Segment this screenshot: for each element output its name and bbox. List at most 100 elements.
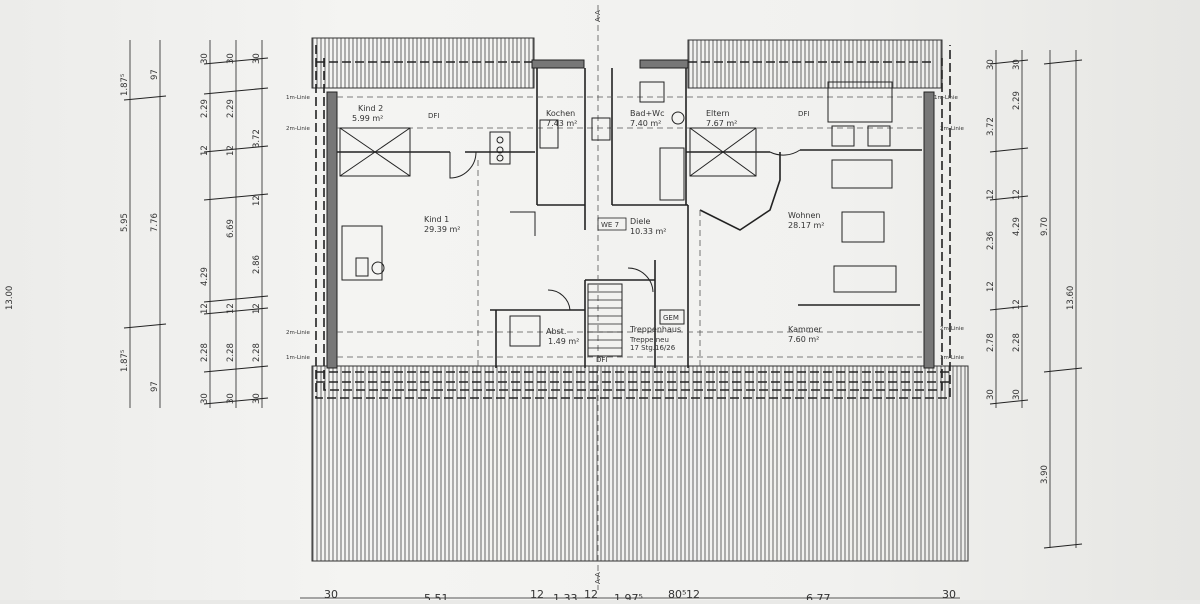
- svg-text:30: 30: [986, 389, 996, 400]
- svg-text:12: 12: [1012, 299, 1022, 310]
- room-area-kind1: 29.39 m²: [424, 225, 460, 234]
- svg-text:2.28: 2.28: [252, 343, 262, 362]
- roof-hatch-bottom: [311, 365, 969, 562]
- svg-text:1m-Linie: 1m-Linie: [286, 355, 310, 361]
- svg-text:2.28: 2.28: [226, 343, 236, 362]
- svg-text:2.78: 2.78: [986, 333, 996, 352]
- svg-text:12: 12: [226, 145, 236, 156]
- svg-text:2m-Linie: 2m-Linie: [940, 326, 964, 332]
- room-area-kammer: 7.60 m²: [788, 335, 819, 344]
- svg-text:7.76: 7.76: [150, 213, 160, 232]
- svg-text:30: 30: [1012, 59, 1022, 70]
- svg-text:3.72: 3.72: [252, 129, 262, 148]
- room-area-diele: 10.33 m²: [630, 227, 666, 236]
- stair-gem: GEM: [663, 314, 679, 322]
- outer-walls: [326, 59, 935, 369]
- room-name-kammer: Kammer: [788, 325, 823, 334]
- dimensions-left: 1.87⁵ 5.95 1.87⁵ 97 7.76 97 30 2.29 12 4…: [5, 53, 262, 404]
- we-label: WE 7: [601, 221, 619, 229]
- svg-text:80⁵: 80⁵: [668, 588, 686, 600]
- we-box: [597, 217, 627, 231]
- svg-text:30: 30: [942, 588, 956, 600]
- svg-text:12: 12: [530, 588, 544, 600]
- svg-text:9.70: 9.70: [1040, 217, 1050, 236]
- room-area-badwc: 7.40 m²: [630, 119, 661, 128]
- svg-text:12: 12: [1012, 189, 1022, 200]
- svg-text:2m-Linie: 2m-Linie: [286, 330, 310, 336]
- svg-text:4.29: 4.29: [200, 267, 210, 286]
- svg-text:2.36: 2.36: [986, 231, 996, 250]
- svg-text:6.77: 6.77: [806, 592, 831, 600]
- svg-text:6.69: 6.69: [226, 219, 236, 238]
- svg-text:2.28: 2.28: [1012, 333, 1022, 352]
- room-name-badwc: Bad+Wc: [630, 109, 664, 118]
- svg-text:12: 12: [252, 195, 262, 206]
- svg-text:2.29: 2.29: [1012, 91, 1022, 110]
- room-area-kind2: 5.99 m²: [352, 114, 383, 123]
- room-name-eltern: Eltern: [706, 109, 730, 118]
- stair-treads: [588, 291, 622, 349]
- roof-hatch-top-left: [311, 37, 535, 89]
- svg-text:1m-Linie: 1m-Linie: [940, 355, 964, 361]
- svg-text:12: 12: [226, 303, 236, 314]
- stair-name: Treppenhaus: [629, 325, 681, 334]
- svg-text:4.29: 4.29: [1012, 217, 1022, 236]
- svg-text:30: 30: [1012, 389, 1022, 400]
- svg-text:12: 12: [686, 588, 700, 600]
- dfi-label-kind2: DFI: [428, 112, 439, 120]
- svg-text:12: 12: [252, 303, 262, 314]
- svg-text:1m-Linie: 1m-Linie: [934, 95, 958, 101]
- svg-text:1m-Linie: 1m-Linie: [286, 95, 310, 101]
- svg-text:13.00: 13.00: [5, 286, 15, 310]
- roof-hatch-top-right: [687, 39, 943, 89]
- svg-text:30: 30: [226, 393, 236, 404]
- height-line-tags: 1m-Linie 2m-Linie 2m-Linie 1m-Linie 1m-L…: [286, 95, 964, 361]
- svg-text:12: 12: [986, 281, 996, 292]
- room-name-abst: Abst.: [546, 327, 566, 336]
- gem-box: [659, 309, 685, 325]
- svg-text:30: 30: [986, 59, 996, 70]
- room-name-kochen: Kochen: [546, 109, 575, 118]
- room-area-eltern: 7.67 m²: [706, 119, 737, 128]
- svg-text:30: 30: [200, 53, 210, 64]
- room-name-diele: Diele: [630, 217, 651, 226]
- svg-text:2.86: 2.86: [252, 255, 262, 274]
- room-name-wohnen: Wohnen: [788, 211, 820, 220]
- svg-text:30: 30: [226, 53, 236, 64]
- svg-text:5.51: 5.51: [424, 592, 449, 600]
- svg-text:2m-Linie: 2m-Linie: [940, 126, 964, 132]
- height-lines: [337, 5, 922, 590]
- dimension-ticks: [123, 57, 1083, 549]
- svg-text:30: 30: [324, 588, 338, 600]
- fixtures: [339, 81, 897, 357]
- room-area-wohnen: 28.17 m²: [788, 221, 824, 230]
- room-area-kochen: 7.43 m²: [546, 119, 577, 128]
- door-swings: [449, 149, 801, 311]
- stair-note-1: Treppe neu: [629, 336, 669, 344]
- svg-text:12: 12: [986, 189, 996, 200]
- dfi-label-eltern: DFI: [798, 110, 809, 118]
- svg-text:1.97⁵: 1.97⁵: [614, 592, 643, 600]
- dimension-lines: [129, 40, 1077, 599]
- svg-text:30: 30: [252, 53, 262, 64]
- svg-text:2.29: 2.29: [226, 99, 236, 118]
- dimensions-right: 30 3.72 12 2.36 12 2.78 30 30 2.29 12 4.…: [986, 59, 1076, 484]
- stair-dfi: DFI: [596, 356, 607, 364]
- svg-text:1.87⁵: 1.87⁵: [120, 74, 130, 96]
- room-labels: Kind 2 5.99 m² Kochen 7.43 m² Bad+Wc 7.4…: [352, 104, 824, 364]
- svg-text:12: 12: [200, 303, 210, 314]
- room-area-abst: 1.49 m²: [548, 337, 579, 346]
- svg-text:12: 12: [584, 588, 598, 600]
- svg-text:3.90: 3.90: [1040, 465, 1050, 484]
- svg-text:30: 30: [200, 393, 210, 404]
- stair-note-2: 17 Stg.16/26: [630, 344, 676, 352]
- svg-text:3.72: 3.72: [986, 117, 996, 136]
- section-marker-bottom: A-A: [594, 572, 602, 584]
- svg-text:30: 30: [252, 393, 262, 404]
- room-name-kind1: Kind 1: [424, 215, 449, 224]
- svg-text:2m-Linie: 2m-Linie: [286, 126, 310, 132]
- svg-text:97: 97: [150, 381, 160, 392]
- svg-text:97: 97: [150, 69, 160, 80]
